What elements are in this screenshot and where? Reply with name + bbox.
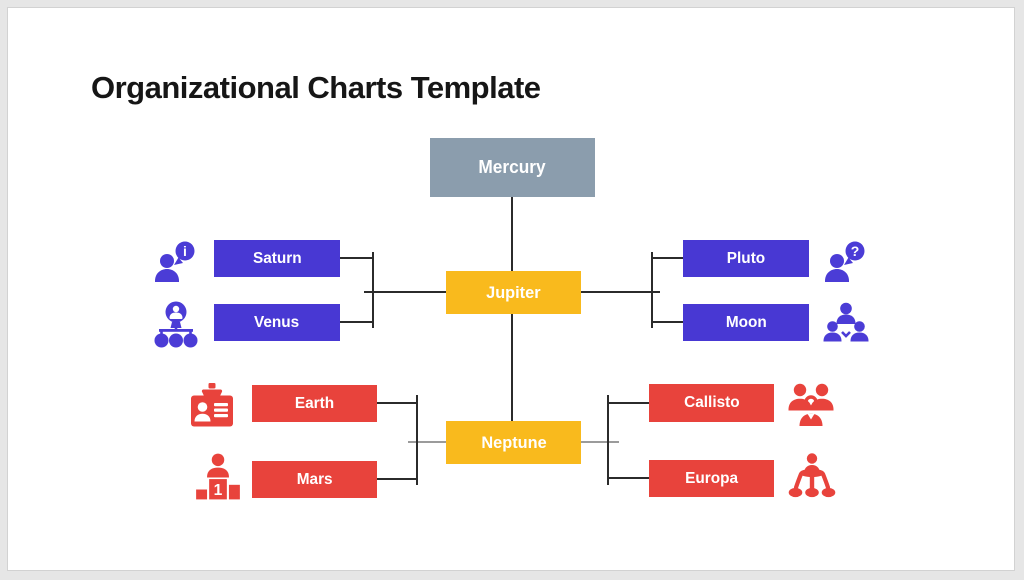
org-node-europa[interactable]: Europa — [649, 460, 774, 497]
connector-line — [651, 321, 683, 323]
org-node-moon[interactable]: Moon — [683, 304, 809, 341]
node-label: Mars — [296, 470, 333, 488]
page-title: Organizational Charts Template — [91, 70, 541, 105]
node-label: Pluto — [726, 249, 766, 267]
org-node-venus[interactable]: Venus — [214, 304, 340, 341]
node-label: Moon — [725, 313, 767, 331]
node-label: Mercury — [478, 157, 547, 177]
team-of-three-icon — [822, 300, 870, 348]
podium-winner-icon: 1 — [192, 452, 244, 502]
connector-line — [408, 441, 446, 443]
node-label: Jupiter — [486, 282, 541, 302]
node-label: Saturn — [252, 249, 302, 267]
connector-line — [608, 402, 649, 404]
connector-line — [340, 257, 374, 259]
node-label: Callisto — [683, 394, 740, 411]
rank-glyph: 1 — [214, 482, 223, 499]
people-group-icon — [787, 381, 835, 429]
connector-line — [607, 395, 609, 485]
org-node-mercury[interactable]: Mercury — [430, 138, 595, 197]
connector-line — [581, 441, 619, 443]
org-node-earth[interactable]: Earth — [252, 385, 377, 422]
node-label: Neptune — [480, 432, 547, 452]
connector-line — [364, 291, 446, 293]
info-glyph: i — [183, 243, 187, 259]
person-question-icon: ? — [822, 238, 870, 286]
connector-line — [651, 257, 683, 259]
question-glyph: ? — [851, 243, 860, 259]
node-label: Venus — [254, 313, 300, 331]
connector-line — [511, 197, 513, 271]
delegation-icon — [788, 452, 836, 500]
connector-line — [608, 477, 649, 479]
connector-line — [377, 478, 417, 480]
org-node-callisto[interactable]: Callisto — [649, 384, 774, 422]
person-hierarchy-icon — [152, 300, 200, 350]
org-node-jupiter[interactable]: Jupiter — [446, 271, 581, 314]
person-info-icon: i — [152, 238, 200, 286]
org-node-saturn[interactable]: Saturn — [214, 240, 340, 277]
connector-line — [340, 321, 374, 323]
id-badge-icon — [188, 382, 236, 430]
node-label: Earth — [294, 394, 335, 412]
org-node-pluto[interactable]: Pluto — [683, 240, 809, 277]
connector-line — [651, 252, 653, 328]
connector-line — [511, 313, 513, 421]
org-node-neptune[interactable]: Neptune — [446, 421, 581, 464]
connector-line — [372, 252, 374, 328]
connector-line — [377, 402, 417, 404]
connector-line — [416, 395, 418, 485]
node-label: Europa — [685, 469, 738, 487]
org-node-mars[interactable]: Mars — [252, 461, 377, 498]
connector-line — [581, 291, 660, 293]
